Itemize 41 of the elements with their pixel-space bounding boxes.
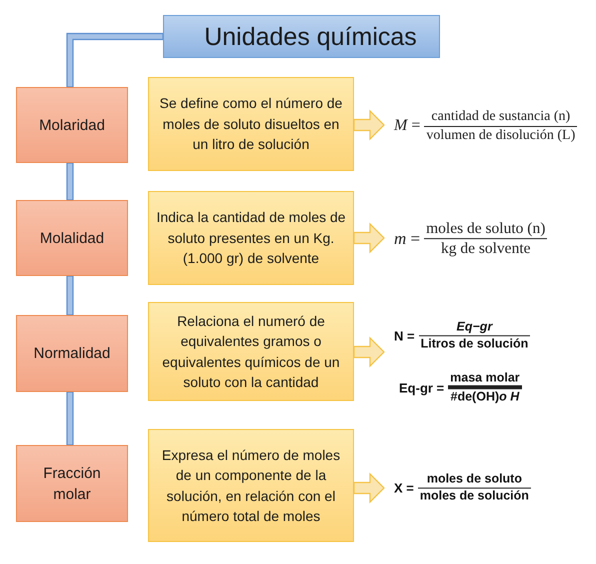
title-text: Unidades químicas: [204, 22, 417, 52]
definition-text: Indica la cantidad de moles de soluto presentes en un Kg. (1.000 gr) de solvente: [155, 208, 347, 268]
definition-text: Se define como el número de moles de soluto disueltos en un litro de solución: [158, 94, 344, 154]
denominator: kg de solvente: [440, 240, 532, 259]
numerator: cantidad de sustancia (n): [430, 108, 572, 126]
denominator: Litros de solución: [420, 336, 530, 352]
block-arrow: [353, 222, 385, 254]
numerator: moles de soluto (n): [425, 219, 546, 238]
title-box: [163, 15, 440, 58]
block-arrow: [353, 472, 385, 504]
denominator: volumen de disolución (L): [425, 126, 576, 144]
definition-box: [148, 191, 354, 285]
equation-left-side: X =: [394, 480, 414, 496]
equation-left-side: M =: [394, 117, 420, 135]
denominator: #de(OH)o H: [450, 389, 520, 405]
definition-text: Expresa el número de moles de un componente de la solución, en relación con el número total de moles: [160, 446, 342, 526]
category-box: [16, 200, 128, 276]
denominator: moles de solución: [418, 488, 530, 504]
block-arrow: [353, 110, 385, 140]
equation-left-side: m =: [394, 229, 420, 249]
block-arrow: [353, 336, 385, 368]
connector-bar: [66, 391, 74, 446]
connector-bar: [66, 162, 74, 201]
connector-bar: [66, 32, 164, 88]
equation-left-side: Eq-gr =: [399, 380, 444, 395]
category-label: Fracción molar: [42, 464, 102, 504]
category-label: Molalidad: [40, 228, 104, 248]
definition-box: [148, 77, 354, 171]
numerator: masa molar: [449, 370, 521, 386]
equation-left-side: N =: [394, 328, 415, 344]
category-box: [16, 315, 128, 392]
definition-text: Relaciona el numeró de equivalentes gramos o equivalentes químicos de un soluto con la cantidad: [161, 312, 341, 392]
definition-box: [148, 429, 354, 542]
definition-box: [148, 302, 354, 401]
category-label: Normalidad: [34, 344, 110, 364]
category-box: [16, 87, 128, 163]
numerator: Eq−gr: [456, 319, 494, 335]
category-label: Molaridad: [39, 116, 105, 136]
numerator: moles de soluto: [426, 472, 523, 488]
connector-bar: [66, 275, 74, 316]
category-box: [16, 445, 128, 522]
